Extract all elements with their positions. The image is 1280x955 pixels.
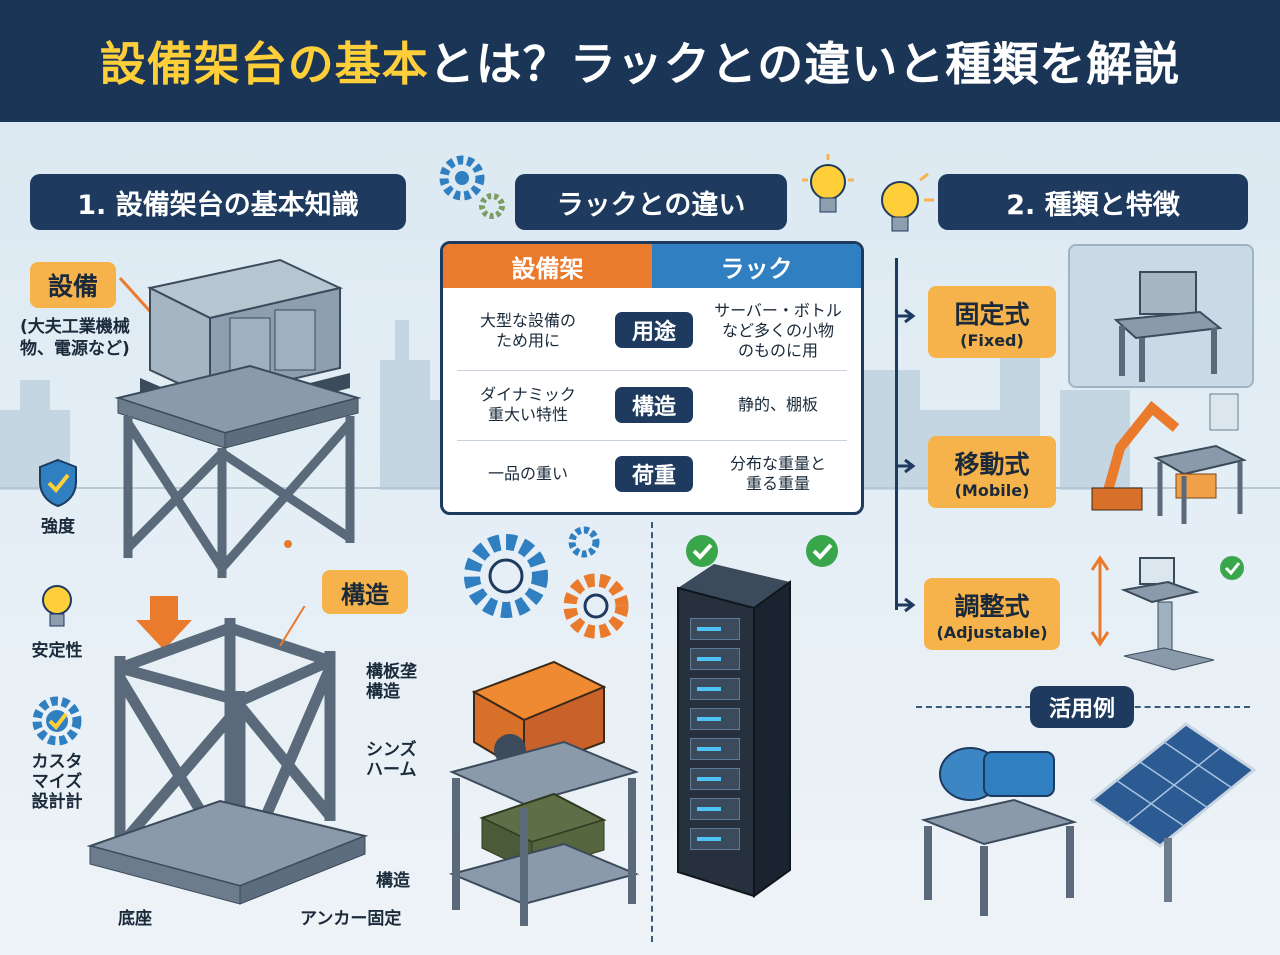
pump-stand-illustration — [920, 747, 1078, 916]
title-banner: 設備架台の基本とは？ラックとの違いと種類を解説 — [0, 0, 1280, 122]
page-title: 設備架台の基本とは？ラックとの違いと種類を解説 — [99, 37, 1181, 91]
row-structure-right: 静的、棚板 — [737, 395, 818, 414]
fixed-type-image — [1068, 244, 1254, 388]
status-led — [697, 777, 721, 781]
section2-title: 2. 種類と特徴 — [938, 174, 1248, 230]
status-led — [697, 627, 721, 631]
status-led — [697, 807, 721, 811]
shield-check-icon — [39, 458, 77, 508]
rack-unit — [690, 618, 740, 640]
status-led — [697, 687, 721, 691]
equipment-stand-illustration — [114, 258, 362, 578]
status-led — [697, 837, 721, 841]
solar-panel-illustration — [1089, 722, 1256, 902]
comparison-table: 設備架 ラック 大型な設備のため用に 用途 サーバー・ボトルなど多くの小物のもの… — [440, 241, 864, 515]
type-mobile: 移動式 (Mobile) — [928, 436, 1056, 508]
type-fixed: 固定式 (Fixed) — [928, 286, 1056, 358]
feature-stability-label: 安定性 — [31, 641, 83, 661]
rack-unit — [690, 648, 740, 670]
check-circle-icon — [806, 535, 838, 567]
row-structure-key: 構造 — [615, 387, 693, 423]
callout-beam: シンズハーム — [366, 740, 417, 780]
frame-structure-illustration — [86, 606, 369, 905]
rack-unit — [690, 708, 740, 730]
mobile-robot-cart-illustration — [1091, 393, 1247, 524]
arrow-right-icon — [895, 458, 916, 474]
down-arrow-icon — [136, 596, 192, 650]
generator-stand-illustration — [448, 660, 640, 926]
row-usage-right: サーバー・ボトルなど多くの小物のものに用 — [714, 301, 842, 360]
row-load-left: 一品の重い — [487, 464, 568, 483]
lightbulb-icon — [802, 154, 854, 213]
equipment-description: (大夫工業機械 物、電源など) — [20, 317, 130, 359]
structure-label: 構造 — [322, 570, 408, 614]
adjustable-stand-illustration — [1090, 555, 1244, 671]
rack-unit — [690, 738, 740, 760]
equipment-label: 設備 — [30, 262, 116, 308]
callout-structure: 構造 — [376, 871, 410, 891]
feature-strength: 強度 — [30, 458, 86, 537]
section1-title: 1. 設備架台の基本知識 — [30, 174, 406, 230]
status-led — [697, 747, 721, 751]
divider-line — [651, 522, 653, 942]
check-circle-icon — [686, 535, 718, 567]
rack-unit — [690, 828, 740, 850]
arrow-right-icon — [895, 308, 916, 324]
feature-strength-label: 強度 — [41, 517, 75, 537]
arrow-right-icon — [895, 597, 916, 613]
column-header-rack: ラック — [652, 244, 861, 288]
feature-custom-label: カスタ マイズ 設計計 — [31, 752, 83, 812]
rack-unit — [690, 798, 740, 820]
row-structure-left: ダイナミック重大い特性 — [480, 385, 576, 424]
feature-stability: 安定性 — [24, 582, 90, 661]
callout-anchor: アンカー固定 — [300, 909, 402, 929]
lightbulb-icon — [42, 585, 72, 627]
row-usage-left: 大型な設備のため用に — [479, 311, 576, 350]
callout-base: 底座 — [118, 909, 152, 929]
status-led — [697, 717, 721, 721]
fixed-stand-illustration — [1070, 246, 1252, 386]
gears-icon — [439, 155, 505, 219]
type-adjustable: 調整式 (Adjustable) — [924, 578, 1060, 650]
server-rack-units — [690, 618, 740, 858]
rack-unit — [690, 678, 740, 700]
lightbulb-icon — [881, 172, 934, 232]
row-load-key: 荷重 — [615, 456, 693, 492]
row-divider — [457, 370, 847, 371]
status-led — [697, 657, 721, 661]
row-divider — [457, 440, 847, 441]
rack-unit — [690, 768, 740, 790]
callout-panel-structure: 構板垄構造 — [366, 662, 417, 702]
column-header-stand: 設備架 — [443, 244, 652, 288]
feature-custom: カスタ マイズ 設計計 — [22, 694, 92, 812]
comparison-title: ラックとの違い — [515, 174, 787, 230]
connector-line — [895, 258, 898, 610]
gear-check-icon — [32, 696, 82, 746]
row-load-right: 分布な重量と重る重量 — [729, 454, 826, 493]
examples-label: 活用例 — [1030, 686, 1134, 728]
gears-cluster-icon — [464, 526, 629, 639]
row-usage-key: 用途 — [615, 312, 693, 348]
